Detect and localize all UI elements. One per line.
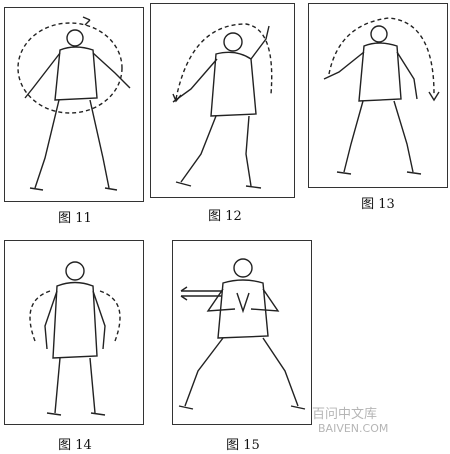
figure-14-panel — [4, 240, 144, 425]
figure-11-illustration — [17, 16, 131, 191]
figure-15-panel — [172, 240, 312, 425]
figure-15-illustration — [178, 258, 306, 410]
figure-13-caption: 图 13 — [361, 197, 395, 212]
figure-15-caption: 图 15 — [226, 438, 260, 453]
figure-12-panel — [150, 3, 295, 198]
figure-12-caption: 图 12 — [208, 209, 242, 224]
figure-11-panel — [4, 7, 144, 202]
figure-12-illustration — [172, 23, 273, 189]
watermark-en: BAIVEN.COM — [318, 422, 389, 435]
figure-13-panel — [308, 3, 448, 188]
figure-14-caption: 图 14 — [58, 438, 92, 453]
figure-13-illustration — [323, 17, 440, 175]
watermark-cn: 百问中文库 — [312, 407, 378, 422]
figure-11-caption: 图 11 — [58, 211, 92, 226]
figure-14-illustration — [29, 261, 121, 416]
